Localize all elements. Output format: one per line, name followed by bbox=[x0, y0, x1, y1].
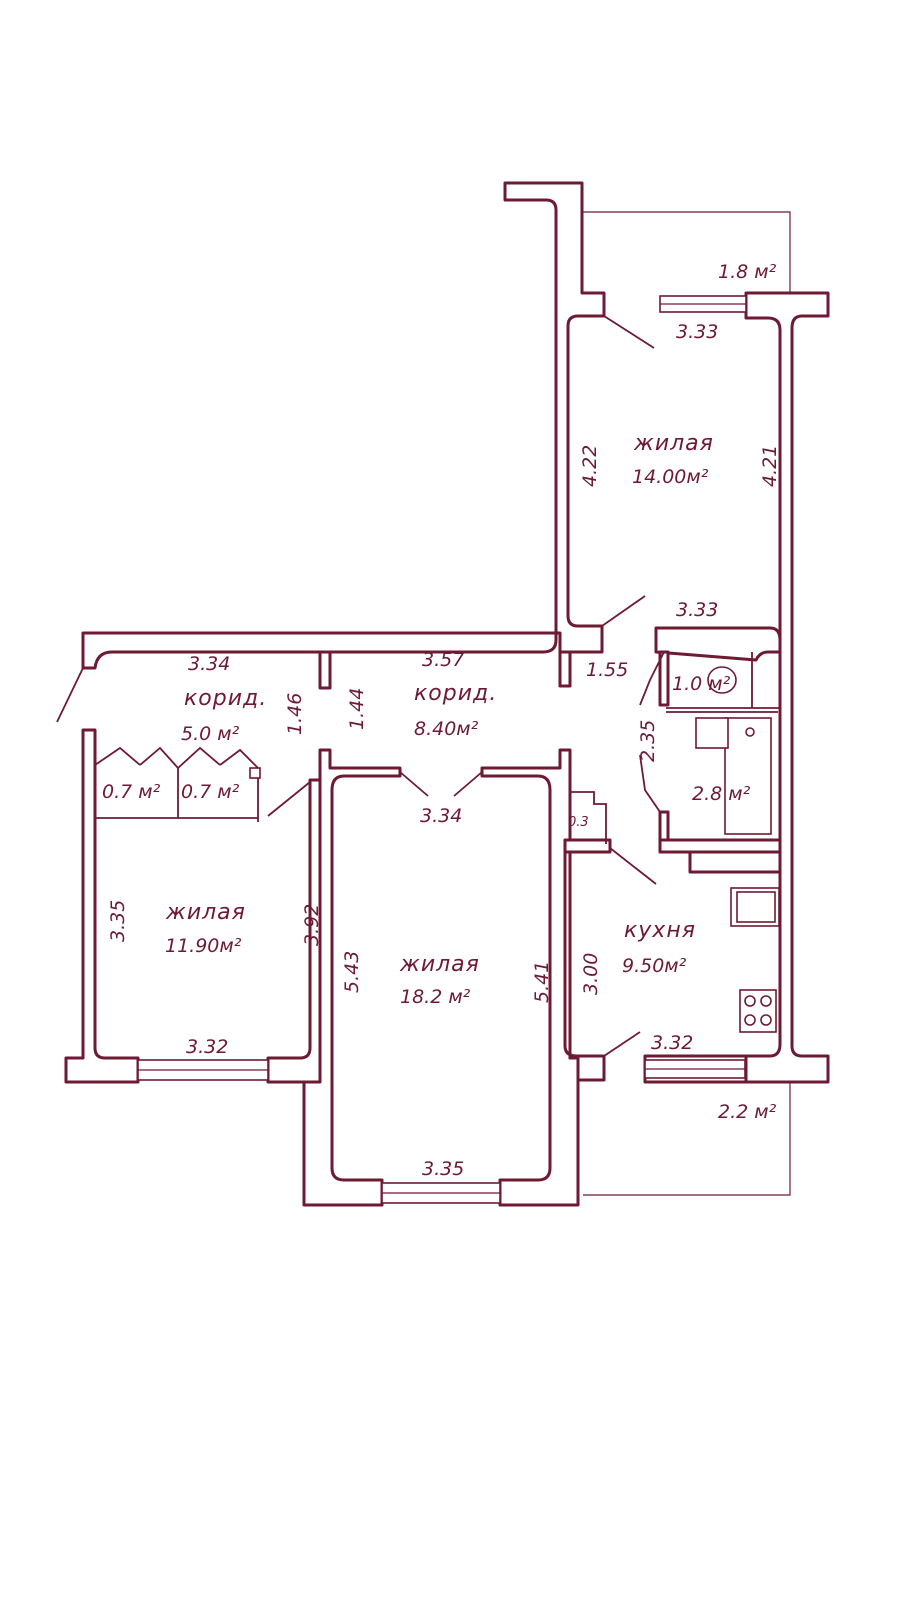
dim-corridor-mid-height: 1.44 bbox=[346, 688, 368, 730]
room-name-corridor-mid: корид. bbox=[414, 681, 497, 706]
sink bbox=[695, 717, 729, 749]
dim-corridor-mid-width: 3.57 bbox=[422, 649, 464, 671]
dim-top-room-bottom: 3.33 bbox=[676, 599, 718, 621]
room-name-living-mid: жилая bbox=[399, 952, 480, 977]
dim-top-room-top: 3.33 bbox=[676, 321, 718, 343]
room-name-corridor-left: корид. bbox=[184, 686, 267, 711]
balcony-area-bottom: 2.2 м² bbox=[718, 1101, 777, 1123]
dim-corridor-left-height: 1.46 bbox=[284, 693, 306, 735]
room-area-corridor-left: 5.0 м² bbox=[181, 723, 240, 745]
wall-mid-room bbox=[302, 748, 402, 1207]
room-name-kitchen: кухня bbox=[624, 918, 696, 943]
wall-top-room-bottom bbox=[654, 626, 782, 662]
kitchen-fixtures bbox=[730, 887, 780, 1033]
doors bbox=[56, 315, 665, 1057]
room-area-living-mid: 18.2 м² bbox=[400, 986, 471, 1008]
dim-mid-room-right: 5.41 bbox=[531, 961, 553, 1003]
niche bbox=[570, 791, 607, 844]
windows bbox=[137, 295, 747, 1204]
wall-mid-room-right bbox=[480, 748, 580, 1207]
bathtub bbox=[724, 717, 772, 835]
closets bbox=[94, 746, 261, 822]
wall-left-room bbox=[64, 728, 140, 1084]
dim-hall-gap: 1.55 bbox=[586, 659, 628, 681]
dim-kitchen-bottom: 3.32 bbox=[651, 1032, 693, 1054]
dim-left-room-right: 3.92 bbox=[301, 904, 323, 946]
dim-top-room-right: 4.21 bbox=[759, 445, 781, 487]
dim-bath-height: 2.35 bbox=[637, 720, 659, 762]
dim-top-room-left: 4.22 bbox=[579, 445, 601, 487]
toilet bbox=[707, 666, 737, 694]
dim-mid-room-left: 5.43 bbox=[341, 951, 363, 993]
room-area-closet-2: 0.7 м² bbox=[181, 781, 240, 803]
room-area-corridor-mid: 8.40м² bbox=[414, 718, 479, 740]
dim-corridor-left-width: 3.34 bbox=[188, 653, 230, 675]
wall-kitchen-left bbox=[563, 846, 606, 1082]
wall-bath bbox=[658, 650, 670, 842]
room-area-living-left: 11.90м² bbox=[165, 935, 242, 957]
room-name-living-top: жилая bbox=[633, 431, 714, 456]
bathroom-fixtures bbox=[666, 652, 780, 835]
balcony-top bbox=[583, 211, 791, 292]
wall-right bbox=[744, 291, 830, 1084]
room-area-bathroom: 2.8 м² bbox=[692, 783, 751, 805]
room-area-toilet: 1.0 м² bbox=[672, 673, 731, 695]
dim-kitchen-left: 3.00 bbox=[580, 953, 602, 995]
dim-left-room-left: 3.35 bbox=[107, 900, 129, 942]
room-area-niche: 0.3 bbox=[568, 815, 589, 830]
wall-corridor-stub bbox=[318, 650, 572, 690]
room-name-living-left: жилая bbox=[165, 900, 246, 925]
dim-mid-room-top: 3.34 bbox=[420, 805, 462, 827]
dim-mid-room-bottom: 3.35 bbox=[422, 1158, 464, 1180]
wall-top-room-left bbox=[81, 181, 606, 670]
dim-left-room-bottom: 3.32 bbox=[186, 1036, 228, 1058]
room-area-living-top: 14.00м² bbox=[632, 466, 709, 488]
room-area-closet-1: 0.7 м² bbox=[102, 781, 161, 803]
balcony-area-top: 1.8 м² bbox=[718, 261, 777, 283]
wall-kitchen-top bbox=[563, 838, 782, 874]
balcony-bottom bbox=[583, 1080, 791, 1196]
stove bbox=[739, 989, 777, 1033]
room-area-kitchen: 9.50м² bbox=[622, 955, 687, 977]
wall-bath-bottom bbox=[658, 838, 782, 854]
